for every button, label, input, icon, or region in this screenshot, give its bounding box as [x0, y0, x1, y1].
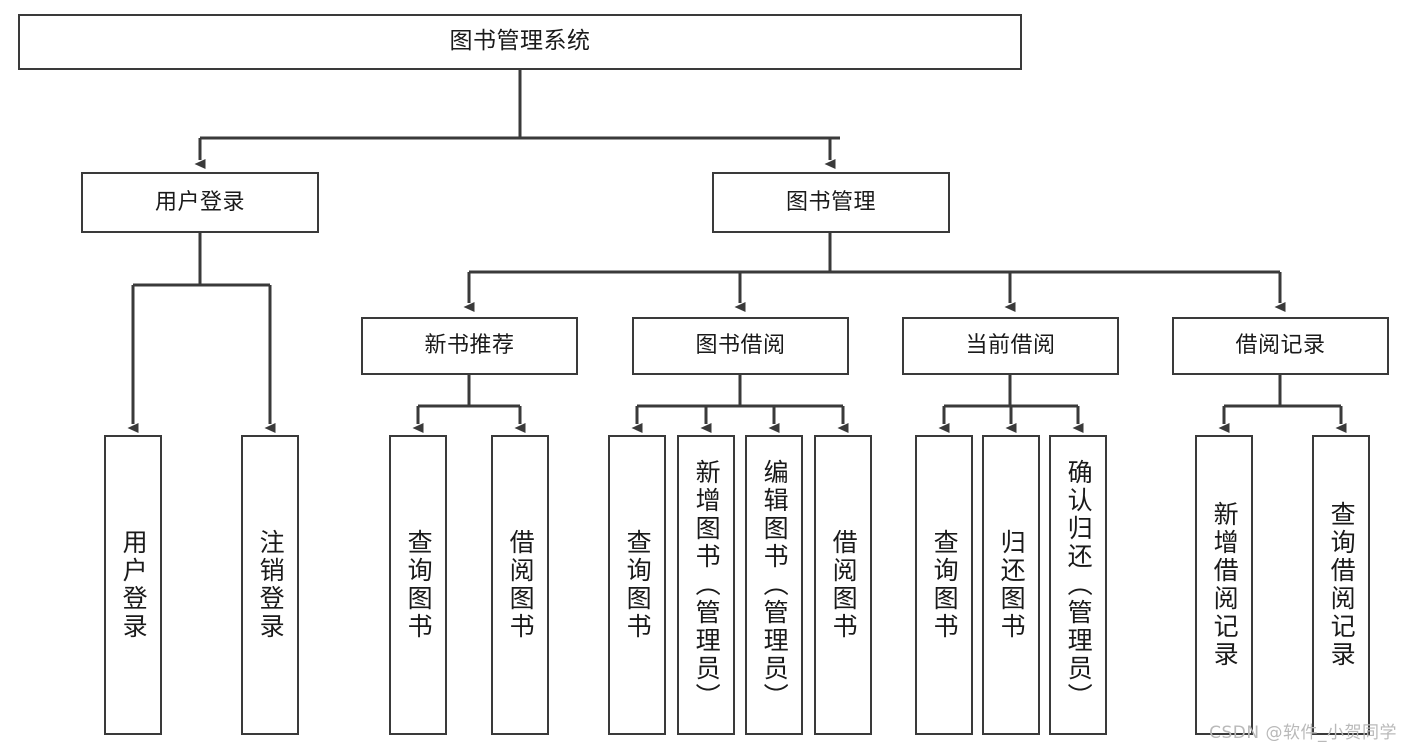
- node-new-book-recommend-label: 新书推荐: [424, 333, 515, 359]
- node-borrow-record[interactable]: 借阅记录: [1172, 317, 1389, 375]
- leaf-book-borrow-1-label: 查询图书: [623, 529, 653, 641]
- leaf-current-borrow-3[interactable]: 确认归还（管理员）: [1049, 435, 1107, 735]
- leaf-book-borrow-2-label: 新增图书（管理员）: [692, 459, 722, 711]
- leaf-book-borrow-3[interactable]: 编辑图书（管理员）: [745, 435, 803, 735]
- leaf-new-book-recommend-1-label: 查询图书: [404, 529, 434, 641]
- node-root[interactable]: 图书管理系统: [18, 14, 1022, 70]
- leaf-borrow-record-1-label: 新增借阅记录: [1210, 501, 1240, 669]
- leaf-user-login-1[interactable]: 用户登录: [104, 435, 162, 735]
- leaf-borrow-record-1[interactable]: 新增借阅记录: [1195, 435, 1253, 735]
- node-book-borrow[interactable]: 图书借阅: [632, 317, 849, 375]
- leaf-borrow-record-2[interactable]: 查询借阅记录: [1312, 435, 1370, 735]
- leaf-book-borrow-4-label: 借阅图书: [829, 529, 859, 641]
- leaf-new-book-recommend-1[interactable]: 查询图书: [389, 435, 447, 735]
- node-user-login[interactable]: 用户登录: [81, 172, 319, 233]
- leaf-book-borrow-1[interactable]: 查询图书: [608, 435, 666, 735]
- leaf-current-borrow-2[interactable]: 归还图书: [982, 435, 1040, 735]
- node-book-manage-label: 图书管理: [785, 189, 876, 215]
- leaf-current-borrow-2-label: 归还图书: [997, 529, 1027, 641]
- leaf-book-borrow-4[interactable]: 借阅图书: [814, 435, 872, 735]
- node-book-manage[interactable]: 图书管理: [712, 172, 950, 233]
- csdn-watermark: CSDN @软件_小贺同学: [1209, 723, 1397, 743]
- leaf-new-book-recommend-2[interactable]: 借阅图书: [491, 435, 549, 735]
- leaf-book-borrow-2[interactable]: 新增图书（管理员）: [677, 435, 735, 735]
- leaf-current-borrow-1-label: 查询图书: [930, 529, 960, 641]
- node-current-borrow-label: 当前借阅: [965, 333, 1056, 359]
- leaf-user-login-2[interactable]: 注销登录: [241, 435, 299, 735]
- node-user-login-label: 用户登录: [154, 189, 245, 215]
- node-borrow-record-label: 借阅记录: [1235, 333, 1326, 359]
- leaf-borrow-record-2-label: 查询借阅记录: [1327, 501, 1357, 669]
- node-book-borrow-label: 图书借阅: [695, 333, 786, 359]
- leaf-user-login-2-label: 注销登录: [256, 529, 286, 641]
- node-root-label: 图书管理系统: [449, 28, 591, 55]
- leaf-book-borrow-3-label: 编辑图书（管理员）: [760, 459, 790, 711]
- leaf-new-book-recommend-2-label: 借阅图书: [506, 529, 536, 641]
- node-new-book-recommend[interactable]: 新书推荐: [361, 317, 578, 375]
- leaf-user-login-1-label: 用户登录: [119, 529, 149, 641]
- leaf-current-borrow-1[interactable]: 查询图书: [915, 435, 973, 735]
- leaf-current-borrow-3-label: 确认归还（管理员）: [1064, 459, 1094, 711]
- node-current-borrow[interactable]: 当前借阅: [902, 317, 1119, 375]
